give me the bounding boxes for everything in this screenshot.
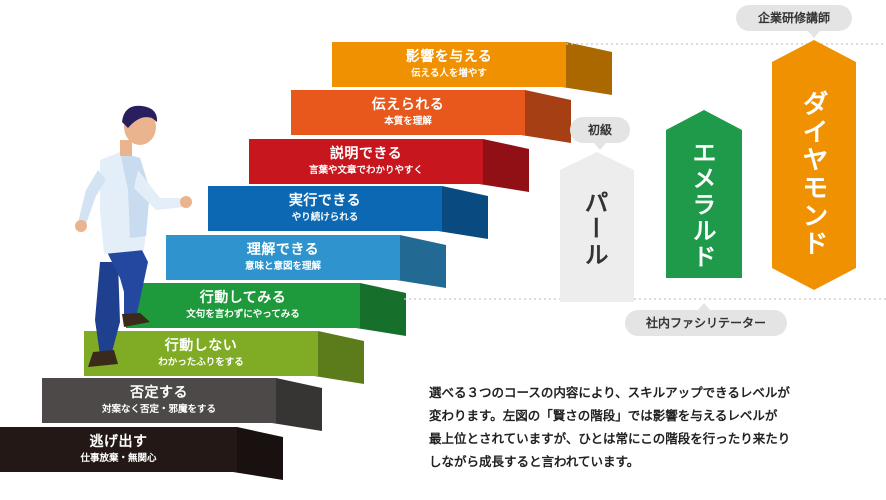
step-subtitle: 言葉や文章でわかりやすく [308,165,423,176]
pearl-label: パール [580,190,608,268]
step-riser [233,427,283,480]
facilitator-bubble: 社内ファシリテーター [625,310,787,336]
step-subtitle: わかったふりをする [158,357,244,368]
step-subtitle: 対案なく否定・邪魔をする [101,404,216,415]
step-face [291,90,525,135]
emerald-label: エメラルド [688,140,716,270]
step-riser [521,90,571,143]
step-subtitle: やり続けられる [291,212,359,223]
diamond-label: ダイヤモンド [798,90,828,258]
instructor-bubble-tail [808,31,820,38]
step-riser [314,331,364,384]
step-title: 理解できる [246,242,320,258]
description-line: しながら成長すると言われています。 [429,454,640,469]
step-title: 逃げ出す [89,434,148,450]
step-face [249,139,483,184]
step-subtitle: 本質を理解 [384,116,432,127]
step-subtitle: 仕事放棄・無関心 [80,453,157,464]
step-riser [396,235,446,288]
step-riser [479,139,529,192]
step-riser [438,186,488,239]
step-title: 否定する [130,385,188,401]
description-line: 変わります。左図の「賢さの階段」では影響を与えるレベルが [429,408,778,423]
step-title: 行動しない [164,338,238,354]
step-subtitle: 文句を言わずにやってみる [186,309,300,320]
step-riser [272,378,322,431]
step-face [126,283,360,328]
step-title: 実行できる [288,193,362,209]
step-face [166,235,400,280]
facilitator-bubble-tail [698,303,710,310]
pearl-column-shape [560,152,634,302]
step-riser [356,283,406,336]
instructor-bubble: 企業研修講師 [736,5,852,31]
step-title: 説明できる [329,146,403,162]
step-title: 影響を与える [405,49,493,65]
emerald-column-shape [666,110,742,278]
beginner-bubble-tail [594,143,606,150]
step-title: 行動してみる [199,290,287,306]
description-line: 最上位とされていますが、ひとは常にこの階段を行ったり来たり [429,431,791,446]
description-line: 選べる３つのコースの内容により、スキルアップできるレベルが [429,385,790,400]
step-title: 伝えられる [371,97,445,113]
step-face [208,186,442,231]
description-text: 選べる３つのコースの内容により、スキルアップできるレベルが 変わります。左図の「… [429,381,869,473]
climbing-person-illustration [75,105,192,367]
step-face [84,331,318,376]
diamond-column-shape [772,40,856,290]
step-subtitle: 伝える人を増やす [411,68,487,79]
step-face [0,427,237,472]
beginner-bubble: 初級 [570,117,630,143]
step-face [42,378,276,423]
step-riser [562,42,612,95]
step-face [332,42,566,87]
step-subtitle: 意味と意図を理解 [244,261,321,272]
